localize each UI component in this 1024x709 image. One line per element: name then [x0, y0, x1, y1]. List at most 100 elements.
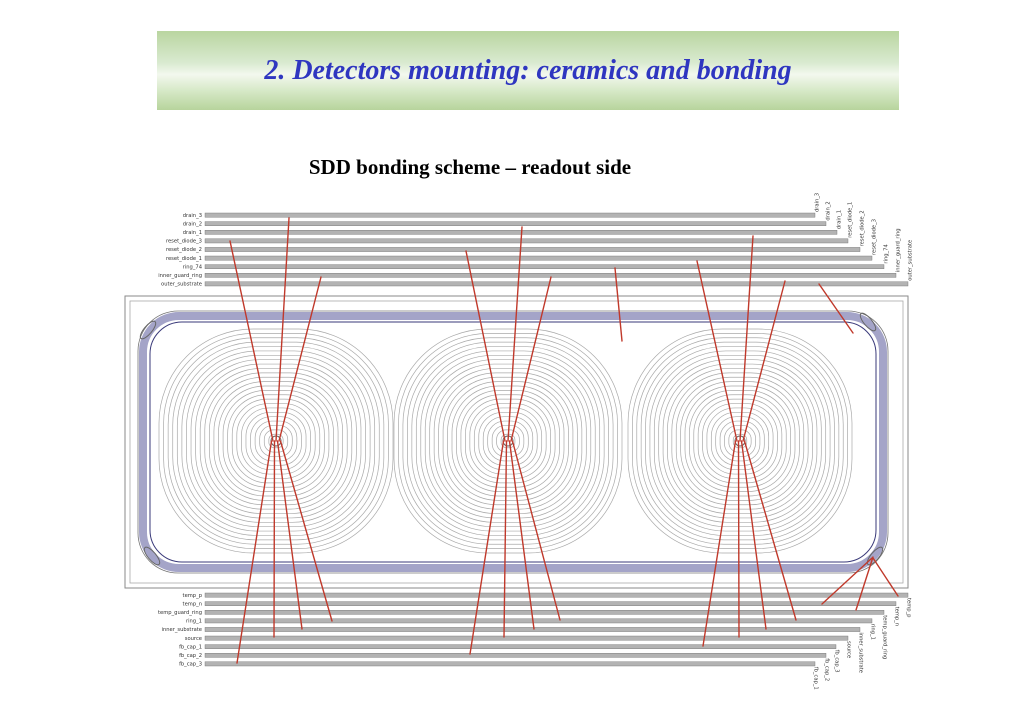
drift-ring [487, 420, 529, 462]
pad-label-bottom-right-3: ring_1 [870, 624, 876, 640]
trace-top-8 [204, 281, 909, 287]
drift-ring [254, 420, 298, 462]
bond-wire-17 [702, 440, 737, 647]
drift-ring [195, 363, 357, 519]
drift-ring [675, 376, 805, 506]
pad-label-top-left-5: reset_diode_1 [166, 256, 202, 262]
drift-ring [231, 398, 321, 484]
drift-ring [167, 337, 385, 545]
bond-wire-22 [818, 283, 854, 334]
drift-ring [158, 328, 394, 554]
trace-bottom-8 [204, 661, 816, 667]
bond-wire-21 [614, 267, 623, 342]
title-banner: 2. Detectors mounting: ceramics and bond… [157, 31, 899, 110]
trace-bottom-3 [204, 618, 873, 624]
pad-label-top-right-5: reset_diode_3 [872, 219, 878, 255]
bond-wire-16 [511, 440, 561, 621]
pad-label-bottom-left-5: source [185, 636, 202, 642]
drift-ring [724, 425, 756, 457]
pad-label-top-right-2: drain_1 [837, 210, 843, 229]
drift-ring [689, 390, 791, 492]
drift-ring [469, 403, 547, 479]
bond-wire-9 [236, 440, 273, 664]
pad-label-top-right-6: ring_74 [884, 244, 890, 264]
drift-ring [259, 425, 293, 457]
pad-label-top-left-1: drain_2 [183, 221, 202, 227]
bond-wire-6 [696, 260, 738, 442]
sdd-cell-1 [158, 328, 394, 554]
drift-ring [222, 390, 330, 492]
drift-ring [213, 381, 339, 501]
pad-label-top-right-8: outer_substrate [908, 240, 914, 281]
drift-ring [645, 346, 835, 536]
trace-top-3 [204, 238, 849, 244]
bond-wire-13 [469, 440, 505, 655]
drift-ring [482, 416, 534, 466]
pad-label-bottom-left-4: inner_substrate [162, 627, 203, 633]
trace-bottom-0 [204, 592, 909, 598]
pad-label-top-left-8: outer_substrate [161, 282, 202, 288]
pad-label-top-left-0: drain_3 [183, 213, 202, 219]
drift-ring [460, 394, 556, 488]
pad-label-bottom-left-1: temp_n [183, 601, 202, 607]
pad-label-top-right-7: inner_guard_ring [896, 228, 902, 272]
drift-ring [640, 341, 840, 541]
drift-ring [420, 354, 596, 528]
trace-bottom-6 [204, 644, 837, 649]
pad-label-bottom-right-5: source [846, 641, 852, 658]
slide-title: 2. Detectors mounting: ceramics and bond… [264, 54, 792, 86]
drift-ring [680, 381, 800, 501]
trace-bottom-2 [204, 610, 885, 615]
drift-ring [393, 328, 623, 554]
pad-label-bottom-left-0: temp_p [183, 593, 203, 599]
guard-ring-outer [137, 310, 889, 574]
bond-wire-11 [276, 440, 303, 630]
pad-label-bottom-right-0: temp_p [906, 598, 912, 618]
drift-ring [402, 337, 614, 545]
drift-ring [181, 350, 371, 532]
pad-label-bottom-left-8: fb_cap_3 [179, 662, 202, 668]
bond-wire-8 [742, 280, 786, 442]
bond-wire-3 [465, 250, 506, 442]
drift-ring [227, 394, 325, 488]
pad-label-top-left-6: ring_74 [183, 264, 203, 270]
trace-bottom-5 [204, 635, 849, 641]
bond-wire-12 [279, 440, 333, 622]
drift-ring [728, 429, 752, 453]
drift-ring [245, 411, 307, 471]
bond-wire-18 [737, 440, 740, 638]
drift-ring [653, 354, 827, 528]
sdd-cell-3 [627, 328, 853, 554]
guard-ring-band [139, 312, 887, 572]
slide-subtitle: SDD bonding scheme – readout side [308, 155, 632, 179]
drift-ring [710, 411, 770, 471]
bond-wire-14 [503, 440, 508, 638]
drift-ring [636, 337, 844, 545]
pad-label-bottom-left-7: fb_cap_2 [179, 653, 202, 659]
drift-ring [667, 368, 813, 514]
bond-wires [229, 217, 899, 664]
drift-ring [662, 363, 818, 519]
pad-label-top-right-4: reset_diode_2 [860, 210, 866, 246]
trace-bottom-7 [204, 653, 827, 658]
bond-wire-19 [740, 440, 767, 630]
drift-ring [451, 385, 565, 497]
bond-wire-15 [508, 440, 535, 630]
alignment-mark-bl [143, 546, 161, 566]
drift-ring [415, 350, 601, 532]
drift-ring [172, 341, 380, 541]
drift-ring [671, 372, 809, 510]
drift-ring [438, 372, 578, 510]
drift-ring [424, 359, 592, 523]
pad-label-bottom-left-3: ring_1 [186, 619, 202, 625]
pad-label-bottom-left-2: temp_guard_ring [158, 610, 202, 616]
drift-ring [236, 403, 316, 479]
drift-ring [218, 385, 334, 497]
pad-label-top-right-0: drain_3 [815, 193, 821, 212]
trace-bottom-1 [204, 601, 897, 606]
drift-ring [199, 368, 353, 514]
drift-ring [241, 407, 311, 475]
bond-wire-20 [743, 440, 797, 621]
pad-label-top-left-7: inner_guard_ring [158, 273, 202, 279]
